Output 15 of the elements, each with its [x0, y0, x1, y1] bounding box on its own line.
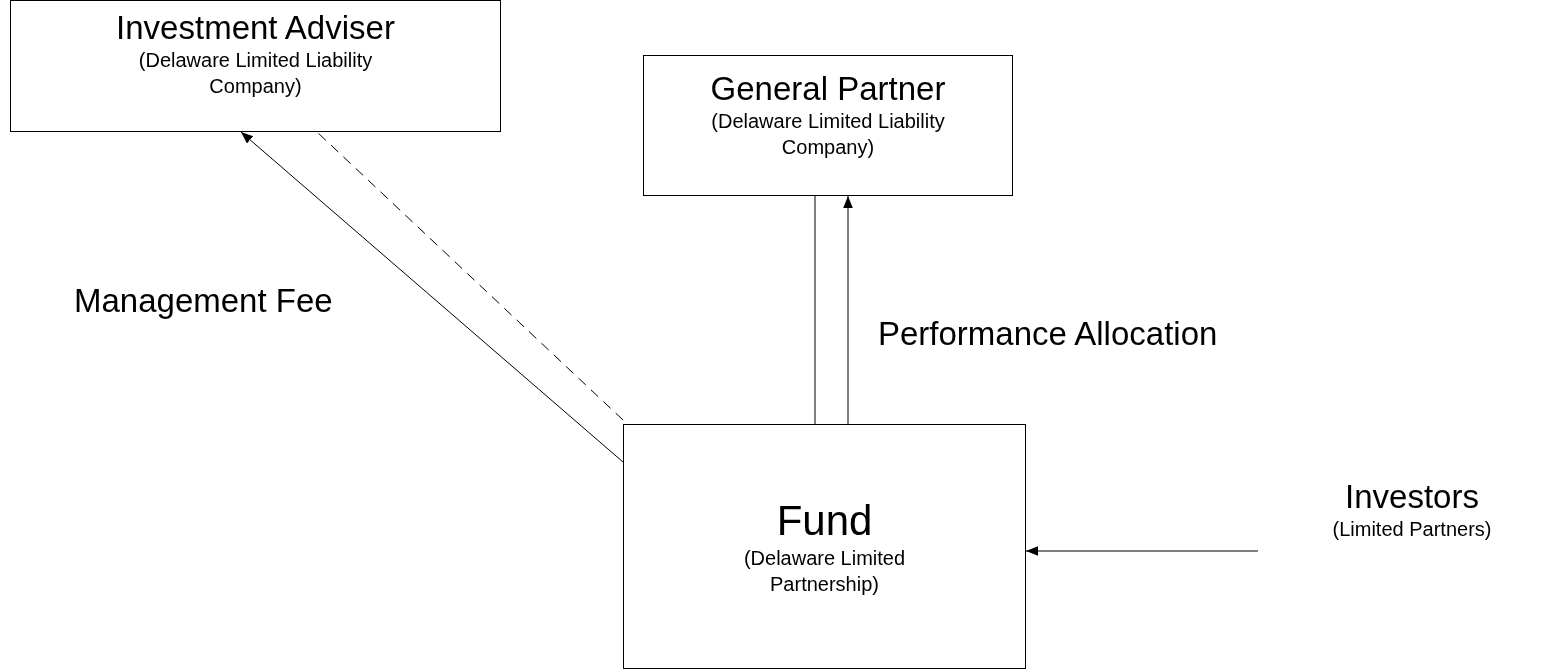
entity-box — [623, 424, 1026, 669]
entity-name: Investors — [1345, 478, 1479, 516]
entity-description: (Delaware Limited Partnership) — [742, 546, 907, 598]
entity-name: General Partner — [710, 70, 946, 108]
entity-box — [10, 0, 501, 132]
dashed-connector — [316, 131, 624, 421]
entity-description: (Limited Partners) — [1332, 516, 1492, 542]
entity-box — [643, 55, 1013, 196]
entity-description: (Delaware Limited Liability Company) — [710, 108, 946, 160]
arrow — [843, 195, 853, 425]
arrow — [240, 131, 624, 463]
entity-name: Fund — [776, 497, 873, 546]
arrow — [1025, 546, 1259, 556]
entity-description: (Delaware Limited Liability Company) — [137, 47, 374, 99]
entity-name: Investment Adviser — [116, 9, 395, 47]
